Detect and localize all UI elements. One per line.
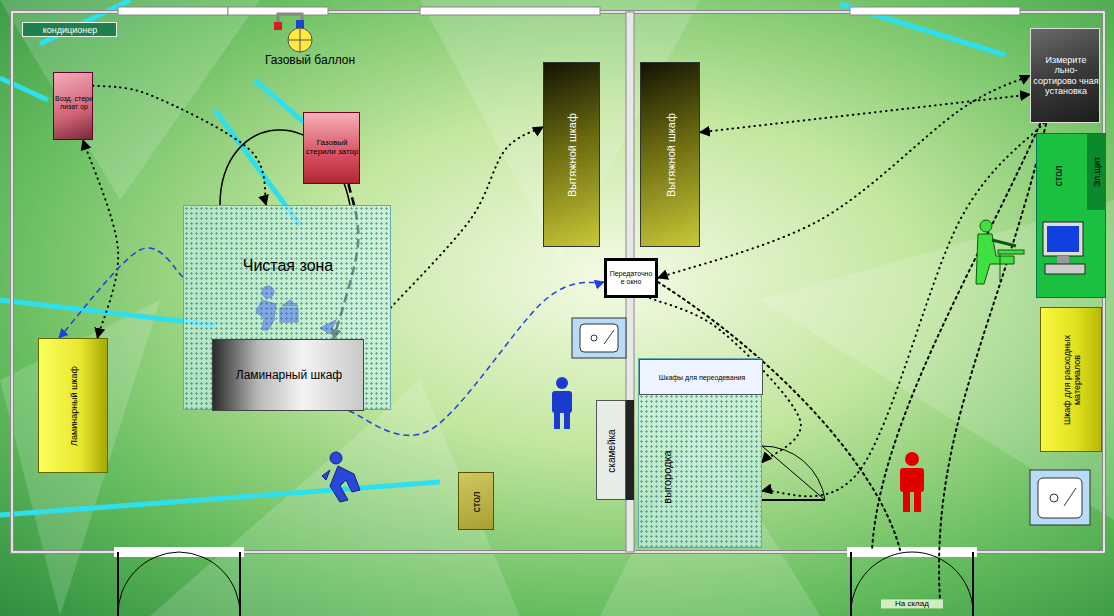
plan-shape	[0, 300, 160, 616]
node-label: Вытяжной шкаф	[566, 70, 579, 240]
person-red	[900, 452, 924, 512]
zone-region: Чистая зонаЛаминарный шкаф	[183, 205, 391, 410]
plan-shape	[1038, 478, 1082, 518]
plan-shape	[0, 78, 48, 100]
cabinet-box: Вытяжной шкаф	[640, 62, 700, 247]
plan-shape	[998, 250, 1024, 254]
flow-arrow	[93, 86, 266, 205]
plan-shape	[1000, 254, 1001, 282]
plan-shape	[1050, 494, 1058, 502]
node-label: Шкаф для расходных материалов	[1062, 313, 1083, 448]
cabinet-box: Вытяжной шкаф	[543, 62, 600, 247]
gas-cylinder	[274, 14, 312, 52]
flow-arrow	[762, 123, 1044, 496]
plan-shape	[552, 391, 572, 413]
bench-box: скамейка	[596, 400, 626, 500]
equipment-box: Ламинарный шкаф	[212, 339, 364, 411]
computer-icon	[1041, 220, 1091, 280]
zone-region: выгородка Шкафы для переодевания	[638, 358, 762, 548]
plan-shape	[572, 318, 626, 358]
plan-shape	[905, 452, 919, 466]
plan-shape	[288, 28, 312, 52]
equipment-box: Измерите льно- сортирово чная установка	[1030, 28, 1100, 123]
plan-shape	[554, 413, 560, 429]
plan-shape	[903, 492, 910, 512]
plan-shape	[118, 552, 179, 616]
flow-arrow	[59, 248, 183, 338]
plan-shape	[762, 499, 825, 501]
flow-arrow	[658, 76, 1030, 279]
plan-shape	[0, 482, 440, 515]
plan-shape	[330, 466, 360, 502]
plan-shape	[420, 7, 600, 15]
table-box: стол Эл.щит	[1036, 133, 1106, 298]
plan-shape	[278, 14, 302, 22]
plan-shape	[274, 22, 282, 30]
plan-shape	[850, 7, 1020, 15]
plan-shape	[564, 413, 570, 429]
node-label: Ламинарный шкаф	[219, 369, 359, 383]
pass-window: Передаточное окно	[604, 258, 658, 298]
plan-shape	[296, 20, 304, 28]
plan-shape	[1064, 488, 1076, 506]
plan-shape	[420, 0, 700, 260]
plan-shape	[0, 0, 260, 200]
bench-strip	[626, 400, 634, 500]
computer-user	[976, 220, 1024, 284]
plan-shape	[1030, 470, 1090, 525]
plan-shape	[604, 330, 614, 344]
node-label: Шкафы для переодевания	[644, 374, 760, 382]
cabinet-box: Ламинарный шкаф	[38, 338, 108, 473]
plan-shape	[591, 335, 597, 341]
plan-shape	[980, 220, 992, 232]
plan-shape	[12, 12, 1104, 552]
equipment-box: кондиционер	[22, 22, 117, 37]
node-label: стол	[1053, 141, 1065, 211]
equipment-box: Возд. стери лизат ор	[53, 72, 93, 140]
node-sublabel: Эл.щит	[1092, 137, 1102, 207]
flow-arrow	[391, 127, 543, 308]
node-label: Передаточное окно	[608, 270, 654, 286]
node-label: стол	[471, 476, 483, 528]
plan-shape	[900, 468, 924, 492]
plan-shape	[12, 12, 1104, 552]
plan-shape	[288, 40, 312, 41]
node-label: кондиционер	[24, 25, 116, 35]
plan-shape	[914, 492, 921, 512]
plan-shape	[939, 124, 1046, 600]
person-blue	[552, 377, 572, 429]
running-worker	[322, 452, 360, 502]
light-beams	[0, 0, 1005, 515]
walls	[12, 7, 1104, 552]
plan-label: На склад	[881, 599, 943, 608]
flow-arrow	[83, 140, 118, 338]
plan-shape	[580, 324, 618, 352]
flow-arrow	[700, 95, 1030, 133]
node-label: Вытяжной шкаф	[665, 70, 678, 240]
plan-shape	[330, 452, 342, 464]
node-label: выгородка	[661, 417, 674, 537]
locker-box: Шкафы для переодевания	[639, 359, 763, 395]
plan-shape	[992, 240, 1016, 246]
plan-shape	[626, 400, 634, 500]
plan-shape	[872, 124, 1040, 550]
plan-label: Газовый баллон	[255, 54, 365, 68]
plan-shape	[179, 552, 240, 616]
cabinet-box: Шкаф для расходных материалов	[1040, 307, 1102, 452]
plan-shape	[118, 7, 228, 15]
plan-shape	[322, 470, 330, 480]
equipment-box: Газовый стерили затор	[303, 112, 360, 184]
node-label: скамейка	[606, 405, 618, 497]
table-box: стол	[458, 472, 494, 530]
node-label: Чистая зона	[198, 257, 378, 275]
node-label: Ламинарный шкаф	[69, 344, 79, 469]
node-label: Возд. стери лизат ор	[55, 95, 93, 111]
plan-shape	[556, 377, 568, 389]
node-label: Измерите льно- сортирово чная установка	[1033, 55, 1099, 96]
node-label: Газовый стерили затор	[305, 138, 359, 156]
